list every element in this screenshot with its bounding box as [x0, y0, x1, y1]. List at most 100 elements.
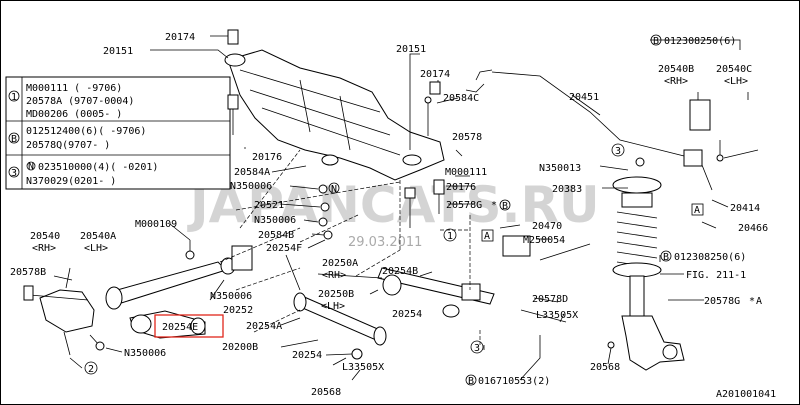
label-20176-mid: 20176	[446, 182, 476, 193]
label-M250054: M250054	[523, 235, 565, 246]
label-20151-left: 20151	[103, 46, 133, 57]
crossmember-hardware	[318, 81, 485, 240]
marker-2-icon-a	[84, 361, 98, 375]
label-20578B: 20578B	[10, 267, 46, 278]
legend-marker-2: B	[11, 134, 17, 145]
diagram-reference-code: A201001041	[716, 389, 776, 400]
leader-lines	[53, 35, 759, 381]
label-20254E: 20254E	[162, 322, 198, 333]
label-20540C-lh: <LH>	[724, 76, 748, 87]
marker-a-center: A	[484, 231, 490, 242]
legend-marker-1-icon	[8, 90, 20, 102]
label-20200B: 20200B	[222, 342, 258, 353]
label-20584C: 20584C	[443, 93, 479, 104]
label-L33505X-a: L33505X	[342, 362, 384, 373]
crossmember-20151	[224, 29, 445, 181]
label-20540B: 20540B	[658, 64, 694, 75]
circled-markers: 1 2 3 3 N	[84, 143, 625, 375]
marker-b-right: B	[663, 252, 669, 263]
legend-marker-2-icon	[8, 132, 20, 144]
legend-row1-line3: MD00206 (0005- )	[26, 109, 122, 120]
marker-a-box-right	[691, 203, 704, 216]
legend-row3-line2: N370029(0201- )	[26, 176, 116, 187]
label-20521: 20521	[254, 200, 284, 211]
label-20470: 20470	[532, 221, 562, 232]
marker-n-icon	[328, 182, 340, 194]
legend-row1-line2: 20578A (9707-0004)	[26, 96, 134, 107]
legend-n-marker-icon	[26, 161, 36, 171]
marker-b-bottom: B	[468, 376, 474, 387]
part-labels: 20174 20151 20151 20174 20584C 20578 201…	[10, 32, 776, 400]
label-N350013: N350013	[539, 163, 581, 174]
label-20578G-B-star: *	[491, 200, 497, 211]
watermark-date: 29.03.2011	[348, 235, 422, 250]
marker-2-a: 2	[88, 364, 94, 375]
label-20578G-A-star: *	[749, 296, 755, 307]
watermark-brand: JAPANCATS.RU	[187, 176, 600, 234]
label-20540A: 20540A	[80, 231, 116, 242]
legend-marker-3: 3	[11, 168, 17, 179]
label-20451: 20451	[569, 92, 599, 103]
legend-row2-line2: 20578Q(9707- )	[26, 140, 110, 151]
legend-row2-line1: 012512400(6)( -9706)	[26, 126, 146, 137]
label-20578G-A-suffix: A	[756, 296, 762, 307]
marker-a-right: A	[694, 205, 700, 216]
strut-assembly	[607, 176, 685, 371]
marker-b-icon-bottom	[465, 374, 477, 386]
marker-3-b: 3	[615, 146, 621, 157]
legend-row1-line1: M000111 ( -9706)	[26, 83, 122, 94]
label-20174-mid: 20174	[420, 69, 450, 80]
label-20540B-rh: <RH>	[664, 76, 688, 87]
marker-1-icon-a	[443, 228, 457, 242]
label-20568-a: 20568	[311, 387, 341, 398]
label-N350006-d: N350006	[124, 348, 166, 359]
marker-a-box-center	[481, 229, 494, 242]
label-20466: 20466	[738, 223, 768, 234]
stabilizer-bar-20451	[475, 69, 724, 194]
legend-n-marker: N	[28, 161, 34, 172]
label-20174-top: 20174	[165, 32, 195, 43]
label-20414: 20414	[730, 203, 760, 214]
label-N350006-b: N350006	[254, 215, 296, 226]
label-20176-left: 20176	[252, 152, 282, 163]
label-L33505X-b: L33505X	[536, 310, 578, 321]
marker-3-icon-a	[470, 340, 484, 354]
lateral-link-assembly	[293, 235, 591, 360]
marker-1-a: 1	[447, 231, 453, 242]
marker-3-a: 3	[474, 343, 480, 354]
label-N350006-c: N350006	[210, 291, 252, 302]
label-20151-mid: 20151	[396, 44, 426, 55]
label-M000111: M000111	[445, 167, 487, 178]
label-20578G-A: 20578G	[704, 296, 740, 307]
label-20254-b: 20254	[392, 309, 422, 320]
marker-b-center: B	[502, 201, 508, 212]
label-20584B: 20584B	[258, 230, 294, 241]
label-20540: 20540	[30, 231, 60, 242]
label-20250A-rh: <RH>	[322, 270, 346, 281]
label-20578G-B: 20578G	[446, 200, 482, 211]
label-20540-rh: <RH>	[32, 243, 56, 254]
label-012308250-bottom: 012308250(6)	[674, 252, 746, 263]
legend-row3-line1: 023510000(4)( -0201)	[38, 162, 158, 173]
legend-marker-3-icon	[8, 166, 20, 178]
label-fig-211-1[interactable]: FIG. 211-1	[686, 270, 746, 281]
label-012308250-top: 012308250(6)	[664, 36, 736, 47]
legend-marker-1: 1	[11, 92, 17, 103]
legend-table: 1 M000111 ( -9706) 20578A (9707-0004) MD…	[5, 76, 231, 190]
marker-b-icon-top	[650, 34, 662, 46]
label-20252: 20252	[223, 305, 253, 316]
label-016710553: 016710553(2)	[478, 376, 550, 387]
label-20383: 20383	[552, 184, 582, 195]
marker-b-top: B	[653, 36, 659, 47]
label-20250B: 20250B	[318, 289, 354, 300]
marker-b-icon-center	[499, 199, 511, 211]
dashed-outlines	[219, 149, 481, 345]
label-20254F: 20254F	[266, 243, 302, 254]
label-20254B: 20254B	[382, 266, 418, 277]
marker-n: N	[331, 184, 337, 195]
label-20540C: 20540C	[716, 64, 752, 75]
highlight-box-20254E	[154, 314, 224, 338]
label-20540A-lh: <LH>	[84, 243, 108, 254]
label-20254A: 20254A	[246, 321, 282, 332]
